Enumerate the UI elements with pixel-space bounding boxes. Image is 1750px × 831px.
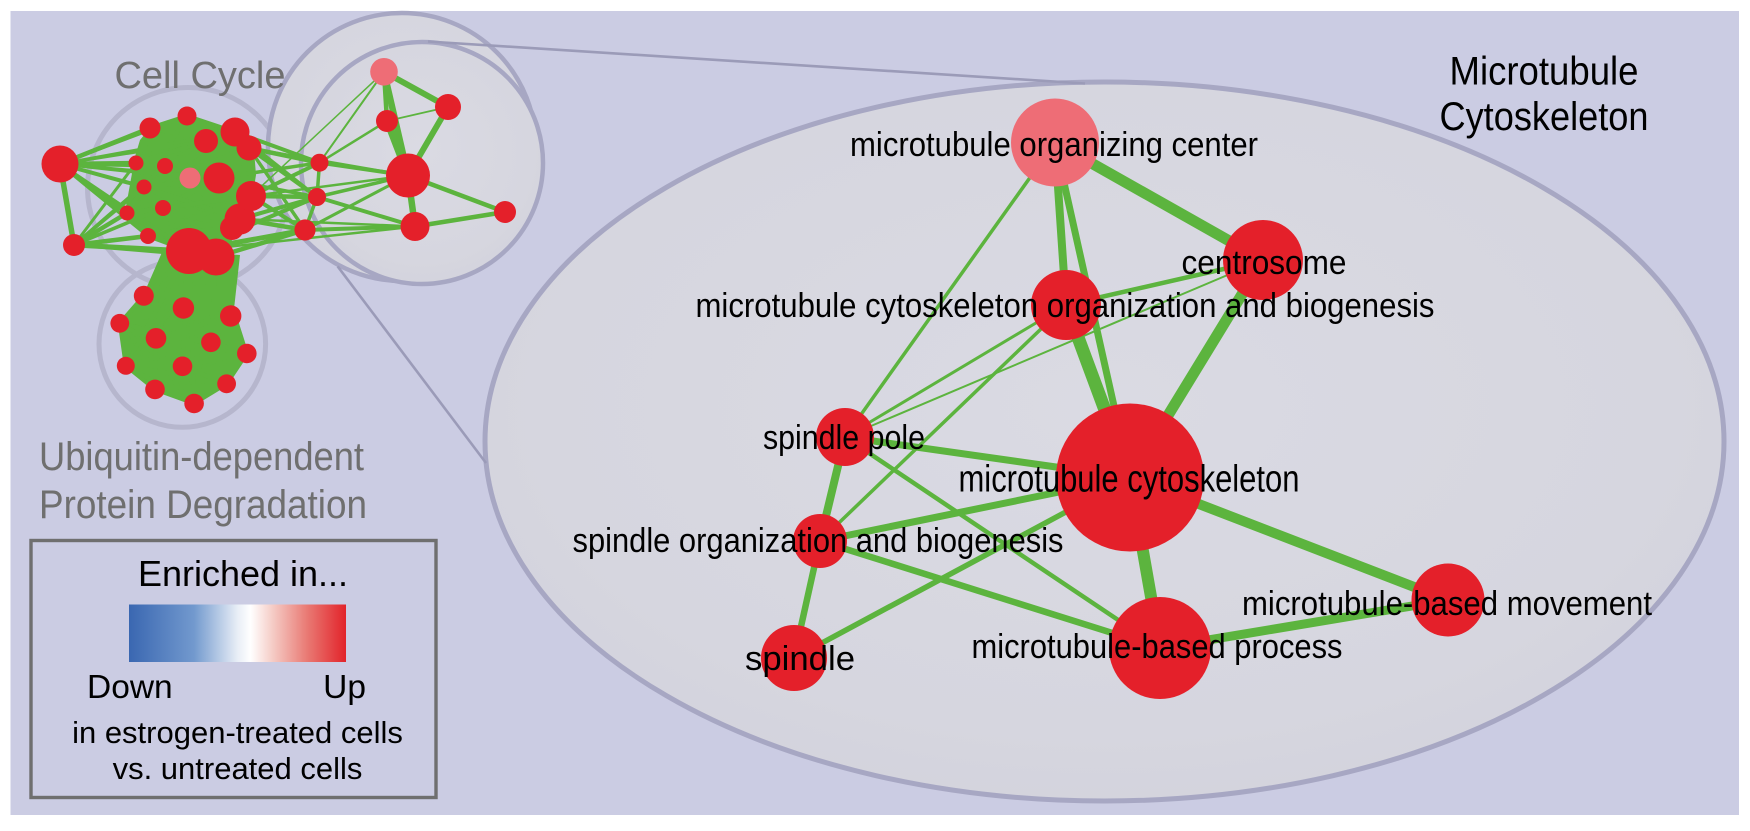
svg-text:Microtubule: Microtubule — [1450, 49, 1639, 93]
svg-text:Up: Up — [323, 669, 366, 706]
svg-text:microtubule-based movement: microtubule-based movement — [1242, 585, 1652, 623]
svg-text:in estrogen-treated cells: in estrogen-treated cells — [72, 715, 403, 750]
svg-text:microtubule cytoskeleton organ: microtubule cytoskeleton organization an… — [696, 287, 1435, 325]
svg-text:Protein Degradation: Protein Degradation — [39, 483, 367, 527]
svg-text:Cell Cycle: Cell Cycle — [114, 55, 285, 97]
svg-text:spindle organization and bioge: spindle organization and biogenesis — [573, 522, 1064, 560]
svg-text:microtubule organizing center: microtubule organizing center — [850, 126, 1258, 164]
svg-text:Ubiquitin-dependent: Ubiquitin-dependent — [39, 435, 364, 479]
svg-text:Down: Down — [87, 669, 173, 706]
svg-text:centrosome: centrosome — [1182, 244, 1347, 282]
svg-text:spindle pole: spindle pole — [763, 419, 925, 457]
svg-text:microtubule-based process: microtubule-based process — [972, 628, 1343, 666]
svg-text:Enriched in...: Enriched in... — [138, 553, 348, 594]
svg-text:Cytoskeleton: Cytoskeleton — [1440, 95, 1649, 139]
svg-text:spindle: spindle — [745, 640, 855, 678]
svg-text:microtubule cytoskeleton: microtubule cytoskeleton — [959, 458, 1300, 500]
svg-text:vs. untreated cells: vs. untreated cells — [113, 751, 363, 786]
